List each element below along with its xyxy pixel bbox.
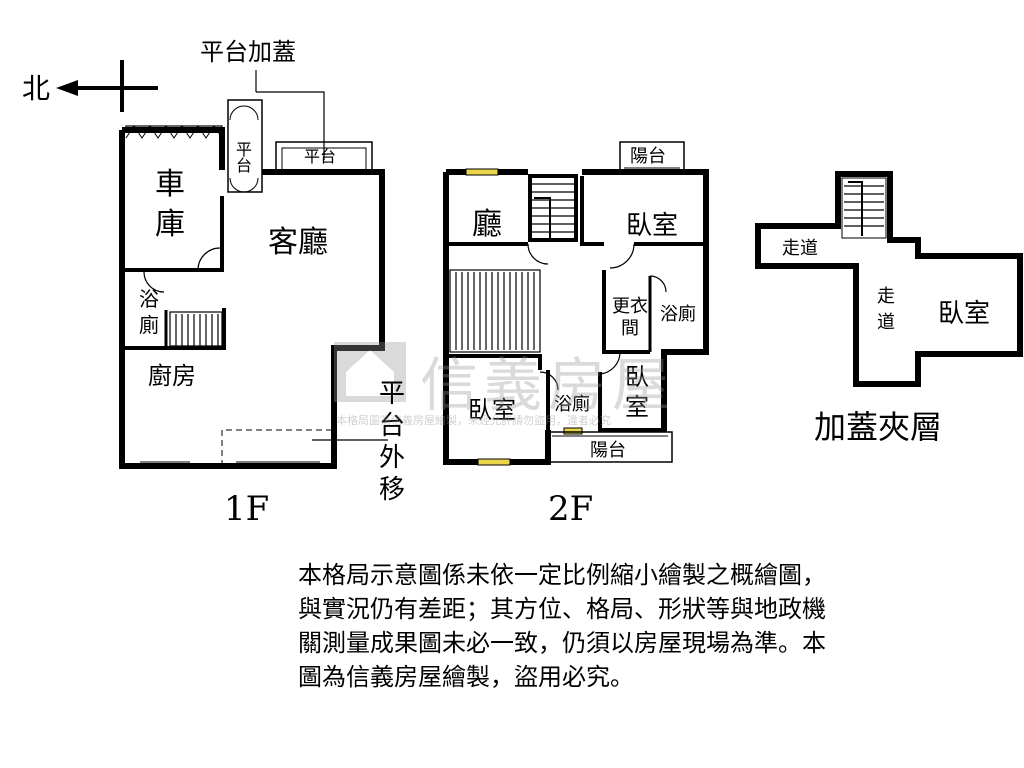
floor1-platform-top-label: 平台 [304, 147, 336, 166]
mezzanine-bedroom-label: 臥室 [938, 299, 990, 329]
floor2-hall-label: 廳 [472, 207, 502, 242]
floor2-window-top [465, 168, 499, 176]
floor2-label: 2F [548, 489, 593, 529]
floor1-platform-left-label: 平台 [235, 140, 252, 175]
north-arrow-icon [56, 80, 78, 96]
mezzanine-corridor-center-label: 走道 [877, 286, 895, 333]
floor2-bedroom-ne-label: 臥室 [626, 211, 678, 241]
floor2-bedroom-sw-label: 臥室 [468, 396, 516, 424]
floor2-balcony-bottom-label: 陽台 [590, 440, 626, 461]
compass-north-label: 北 [22, 72, 50, 105]
floor1-label: 1F [224, 489, 269, 529]
mezzanine-stairs [841, 177, 887, 239]
watermark-brand: 信義房屋 [420, 351, 677, 419]
floor1-garage-label-1: 車 [155, 167, 185, 202]
mezzanine-label: 加蓋夾層 [814, 408, 942, 446]
floor1-kitchen-label: 廚房 [148, 362, 196, 390]
mezzanine-corridor-left-label: 走道 [782, 238, 818, 259]
floor1-annex-label: 平台加蓋 [200, 38, 296, 66]
floor2-bedroom-se-label: 臥室 [625, 363, 649, 421]
floor2-balcony-bottom [547, 431, 673, 463]
floor1-garage-label-2: 庫 [155, 207, 185, 242]
floor1-plan: 平台加蓋 [119, 38, 388, 529]
floor2-balcony-top [619, 141, 685, 173]
floor2-plan: 廳 臥室 陽台 浴廁 臥室 浴廁 陽台 2F [443, 141, 709, 529]
floor1-stairs [169, 311, 223, 347]
watermark-logo-icon [334, 342, 406, 402]
floor1-living-label: 客廳 [268, 225, 328, 260]
floor1-relocation-note: 平台外移 [378, 379, 405, 505]
floor2-bath-right-label: 浴廁 [660, 303, 696, 325]
mezzanine-plan: 走道 臥室 加蓋夾層 [755, 171, 1023, 446]
floor2-balcony-top-label: 陽台 [630, 146, 666, 167]
compass: 北 [22, 60, 158, 112]
floor2-stairs-top [528, 174, 578, 242]
floor2-bath-center-label: 浴廁 [554, 393, 590, 415]
floor2-window-bottom [477, 458, 511, 466]
floor2-closet-label: 更衣間 [612, 296, 648, 339]
floor2-stairs-main [449, 269, 541, 353]
floor1-bath-label: 浴廁 [139, 287, 159, 337]
watermark-subtext: 本格局圖為信義房屋繪製，未經允許請勿盜用，違者必究 [336, 414, 611, 427]
disclaimer-text: 本格局示意圖係未依一定比例縮小繪製之概繪圖，與實況仍有差距；其方位、格局、形狀等… [298, 561, 826, 691]
